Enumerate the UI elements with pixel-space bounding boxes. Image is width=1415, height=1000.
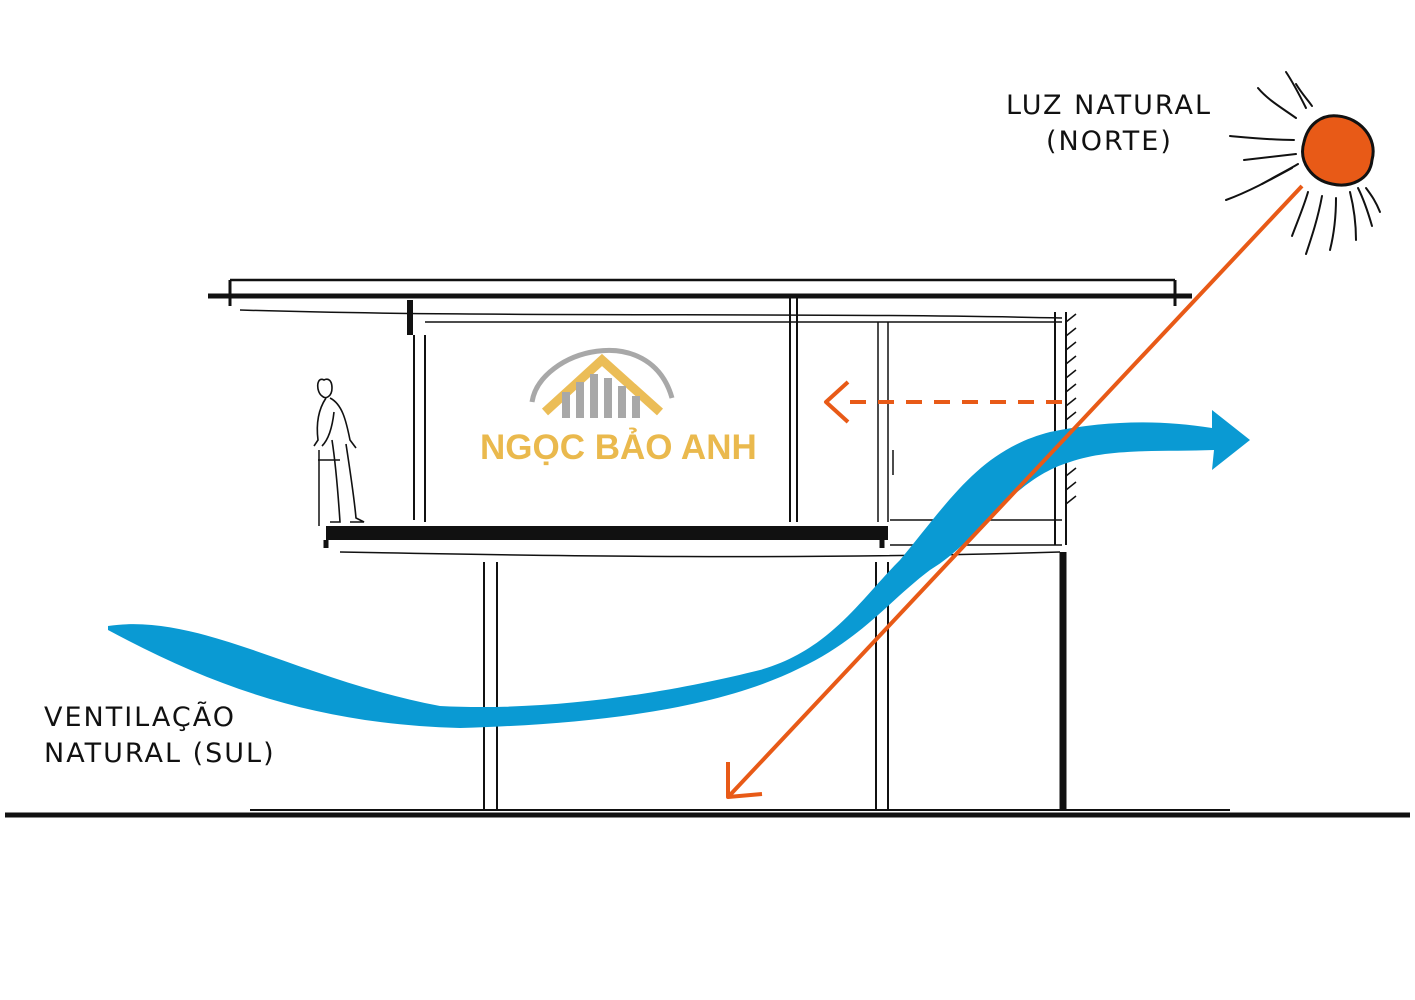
ground-floor-structure bbox=[483, 552, 1067, 810]
brise-soleil-louvers bbox=[1065, 313, 1077, 505]
natural-light-label-line2: (NORTE) bbox=[1046, 126, 1173, 157]
person-silhouette bbox=[313, 378, 365, 523]
watermark-logo bbox=[529, 347, 675, 418]
roof-slab bbox=[208, 278, 1192, 335]
natural-ventilation-label: VENTILAÇÃO NATURAL (SUL) bbox=[44, 700, 276, 772]
upper-floor-walls bbox=[413, 298, 1067, 546]
reflected-light-arrow bbox=[824, 380, 1062, 424]
watermark-text: NGỌC BẢO ANH bbox=[480, 428, 757, 467]
airflow-stroke bbox=[108, 410, 1250, 728]
natural-ventilation-label-line1: VENTILAÇÃO bbox=[44, 702, 236, 733]
sun-icon bbox=[1225, 71, 1381, 255]
natural-light-label-line1: LUZ NATURAL bbox=[1006, 90, 1213, 121]
ground-line bbox=[5, 809, 1410, 818]
sunlight-ray bbox=[726, 184, 1304, 799]
natural-ventilation-label-line2: NATURAL (SUL) bbox=[44, 738, 276, 769]
natural-light-label: LUZ NATURAL (NORTE) bbox=[1006, 88, 1212, 160]
